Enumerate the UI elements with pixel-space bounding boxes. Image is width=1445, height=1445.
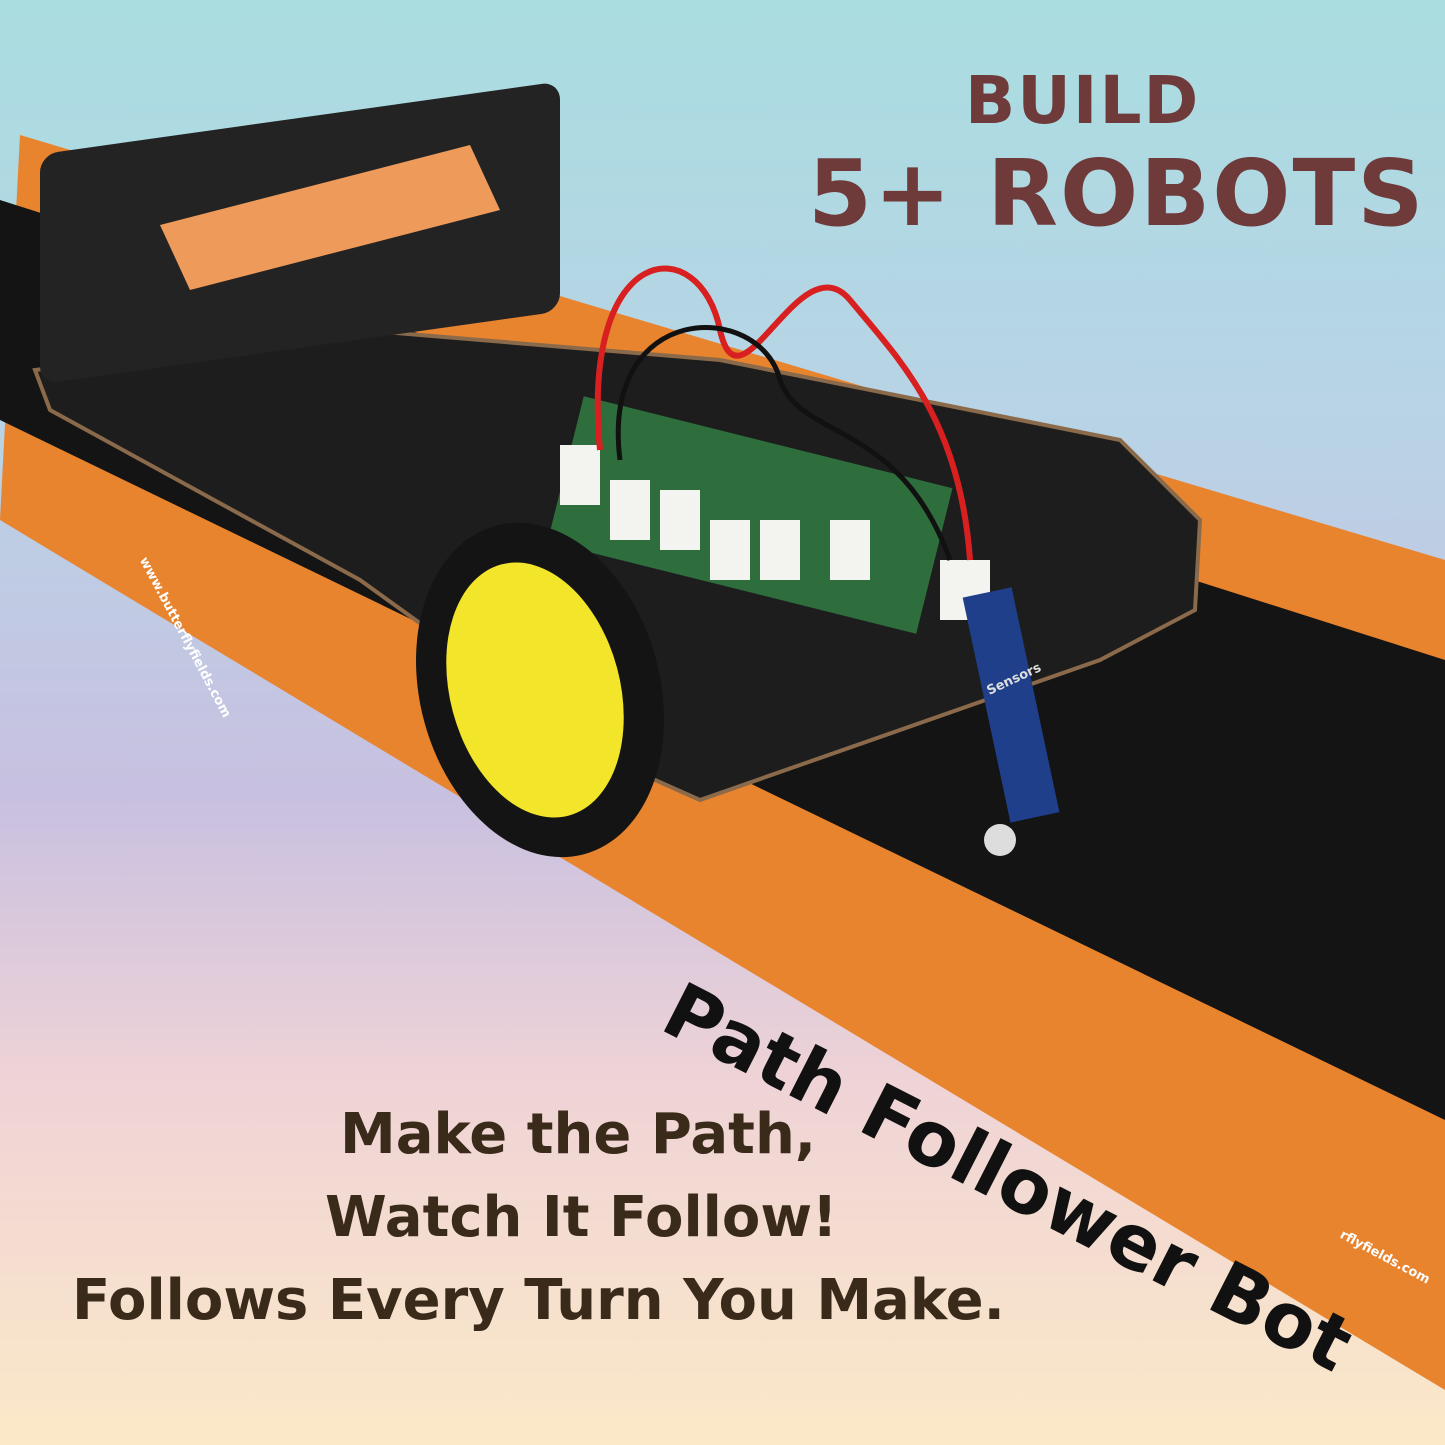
headline-build: BUILD (965, 62, 1201, 139)
ir-sensor (962, 587, 1060, 823)
wheel-hub (446, 562, 624, 818)
robot-chassis (32, 327, 1203, 803)
headline-robots: 5+ ROBOTS (808, 140, 1426, 247)
tagline-line-1: Make the Path, (340, 1102, 817, 1167)
wires-black (615, 325, 953, 561)
ir-led (984, 824, 1016, 856)
tagline-line-3: Follows Every Turn You Make. (72, 1268, 1005, 1333)
tagline-line-2: Watch It Follow! (325, 1185, 838, 1250)
battery-label (160, 145, 500, 290)
wires (594, 265, 973, 561)
